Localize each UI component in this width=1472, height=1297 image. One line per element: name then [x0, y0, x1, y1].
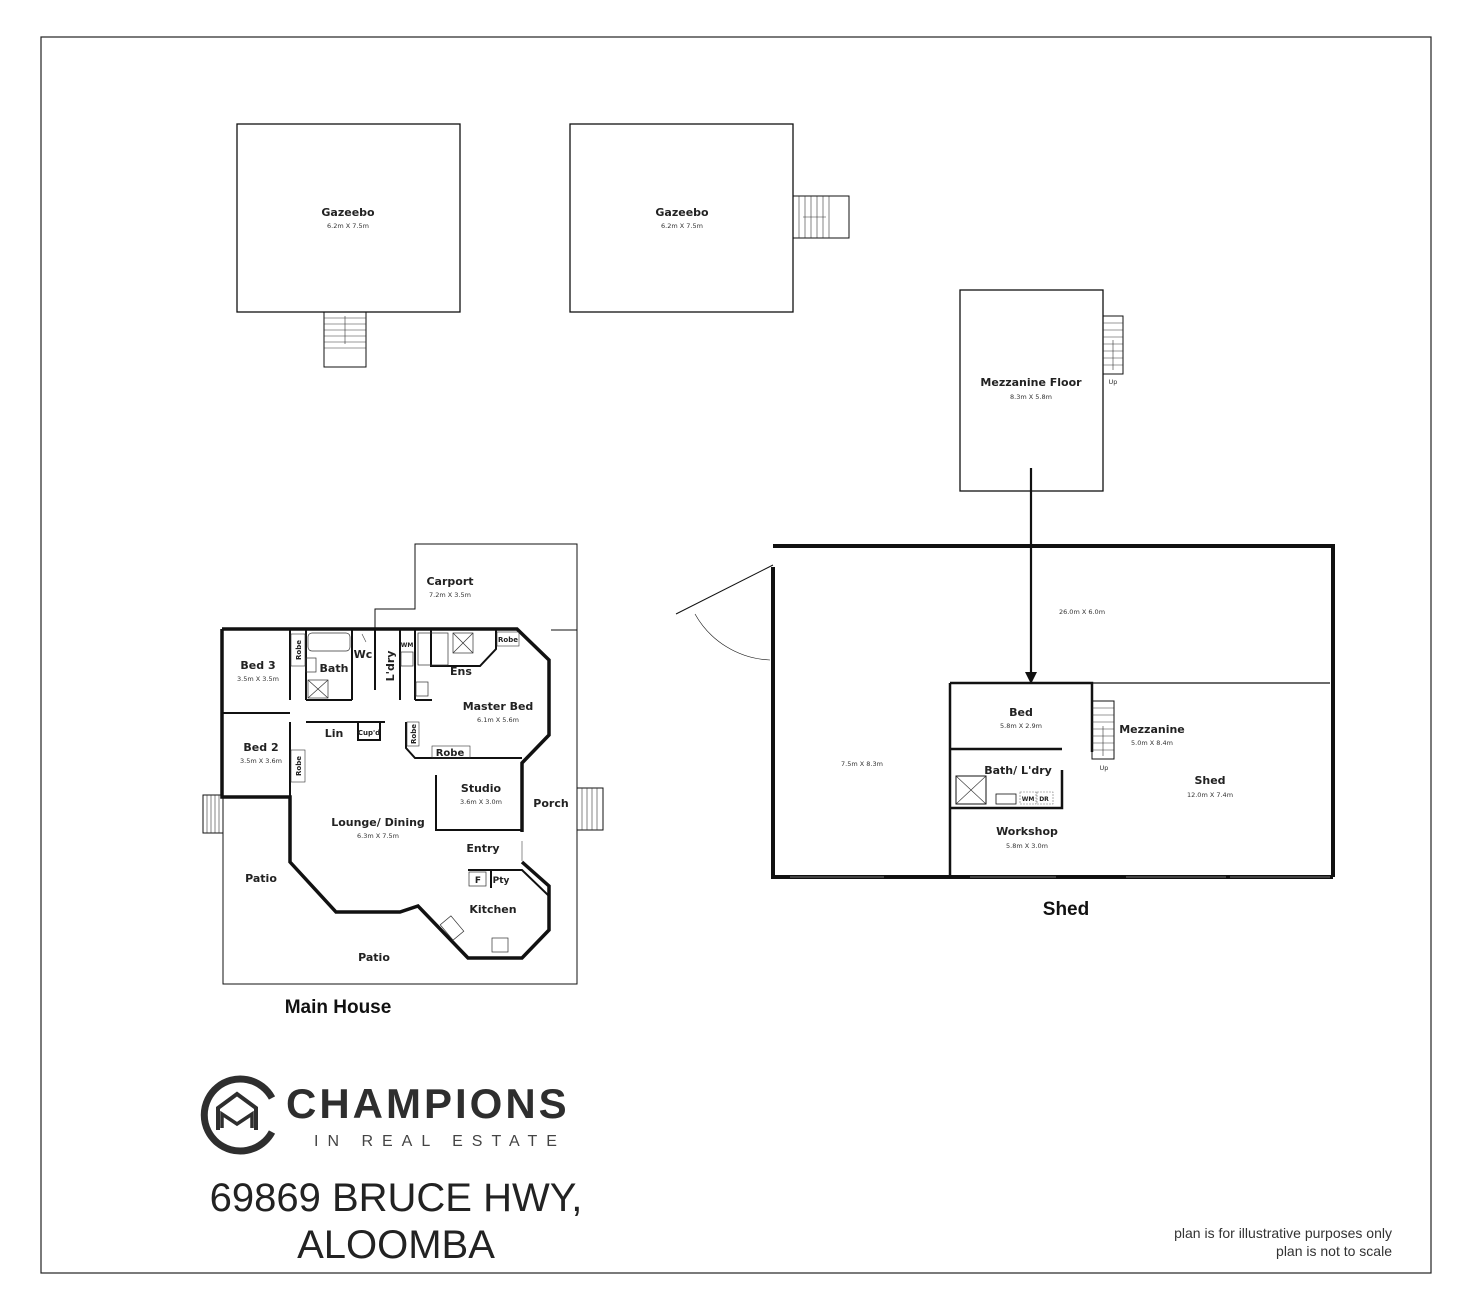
- gazebo-right: Gazeebo 6.2m X 7.5m: [569, 123, 850, 313]
- bed3-name: Bed 3: [240, 659, 275, 672]
- shed-wm: WM: [1022, 796, 1035, 803]
- bath-name: Bath: [320, 662, 349, 675]
- disclaimer-line1: plan is for illustrative purposes only: [1174, 1225, 1392, 1241]
- main-house: Carport 7.2m X 3.5m Bed 3 3.5m X 3.5m Be…: [202, 543, 604, 1018]
- carport-name: Carport: [426, 575, 473, 588]
- disclaimer-line2: plan is not to scale: [1276, 1243, 1392, 1259]
- robe-bed2: Robe: [295, 756, 303, 776]
- robe-studio: Robe: [436, 748, 465, 759]
- bed2-dim: 3.5m X 3.6m: [240, 757, 282, 765]
- gazebo-right-dim: 6.2m X 7.5m: [661, 222, 703, 230]
- address-line2: ALOOMBA: [297, 1223, 495, 1267]
- robe-bed3: Robe: [295, 640, 303, 660]
- master-bed-dim: 6.1m X 5.6m: [477, 716, 519, 724]
- patio-left: Patio: [245, 872, 277, 885]
- shed: 26.0m X 6.0m 7.5m X 8.3m Bed 5.8m X 2.9m…: [675, 544, 1335, 920]
- shed-left-dim: 7.5m X 8.3m: [841, 760, 883, 768]
- fridge-label: F: [475, 876, 481, 886]
- shed-dr: DR: [1039, 796, 1049, 803]
- lounge-dim: 6.3m X 7.5m: [357, 832, 399, 840]
- shed-room-dim: 12.0m X 7.4m: [1187, 791, 1233, 799]
- kitchen-name: Kitchen: [469, 903, 516, 916]
- shed-mezzanine-dim: 5.0m X 8.4m: [1131, 739, 1173, 747]
- shed-workshop-name: Workshop: [996, 825, 1058, 838]
- gazebo-right-name: Gazeebo: [655, 206, 709, 219]
- gazebo-left-dim: 6.2m X 7.5m: [327, 222, 369, 230]
- shed-bed-dim: 5.8m X 2.9m: [1000, 722, 1042, 730]
- robe-ens: Robe: [498, 636, 518, 644]
- house-logo-icon: [200, 1075, 276, 1155]
- master-bed-name: Master Bed: [463, 700, 534, 713]
- shed-bed-name: Bed: [1009, 706, 1033, 719]
- wm-label: WM: [401, 642, 414, 649]
- ldry-name: L'dry: [384, 651, 397, 682]
- pantry-label: Pty: [493, 876, 510, 886]
- mezzanine-floor-dim: 8.3m X 5.8m: [1010, 393, 1052, 401]
- shed-mezzanine-up: Up: [1100, 764, 1109, 772]
- entry-name: Entry: [466, 842, 499, 855]
- gazebo-left-name: Gazeebo: [321, 206, 375, 219]
- shed-top-dim: 26.0m X 6.0m: [1059, 608, 1105, 616]
- shed-workshop-dim: 5.8m X 3.0m: [1006, 842, 1048, 850]
- porch-name: Porch: [533, 797, 568, 810]
- lin-name: Lin: [325, 727, 344, 740]
- wc-name: Wc: [354, 648, 373, 661]
- shed-mezzanine-name: Mezzanine: [1119, 723, 1185, 736]
- studio-name: Studio: [461, 782, 502, 795]
- lounge-name: Lounge/ Dining: [331, 816, 425, 829]
- shed-label: Shed: [1043, 899, 1089, 920]
- robe-master: Robe: [410, 724, 418, 744]
- cupd-name: Cup'd: [358, 729, 380, 737]
- brand-tagline: IN REAL ESTATE: [314, 1133, 566, 1150]
- carport-dim: 7.2m X 3.5m: [429, 591, 471, 599]
- mezzanine-floor: Up Mezzanine Floor 8.3m X 5.8m: [959, 289, 1124, 684]
- gazebo-left: Gazeebo 6.2m X 7.5m: [236, 123, 461, 368]
- shed-bath-ldry: Bath/ L'dry: [984, 764, 1052, 777]
- page-frame: [40, 36, 1432, 1274]
- bed2-name: Bed 2: [243, 741, 278, 754]
- brand-name: CHAMPIONS: [286, 1080, 570, 1127]
- address-line1: 69869 BRUCE HWY,: [210, 1176, 583, 1220]
- mezzanine-floor-name: Mezzanine Floor: [980, 376, 1082, 389]
- studio-dim: 3.6m X 3.0m: [460, 798, 502, 806]
- brand-logo: CHAMPIONS IN REAL ESTATE: [200, 1075, 570, 1155]
- ens-name: Ens: [450, 665, 472, 678]
- main-house-label: Main House: [285, 997, 392, 1018]
- mezzanine-floor-up: Up: [1109, 378, 1118, 386]
- patio-bottom: Patio: [358, 951, 390, 964]
- shed-room-name: Shed: [1194, 774, 1225, 787]
- bed3-dim: 3.5m X 3.5m: [237, 675, 279, 683]
